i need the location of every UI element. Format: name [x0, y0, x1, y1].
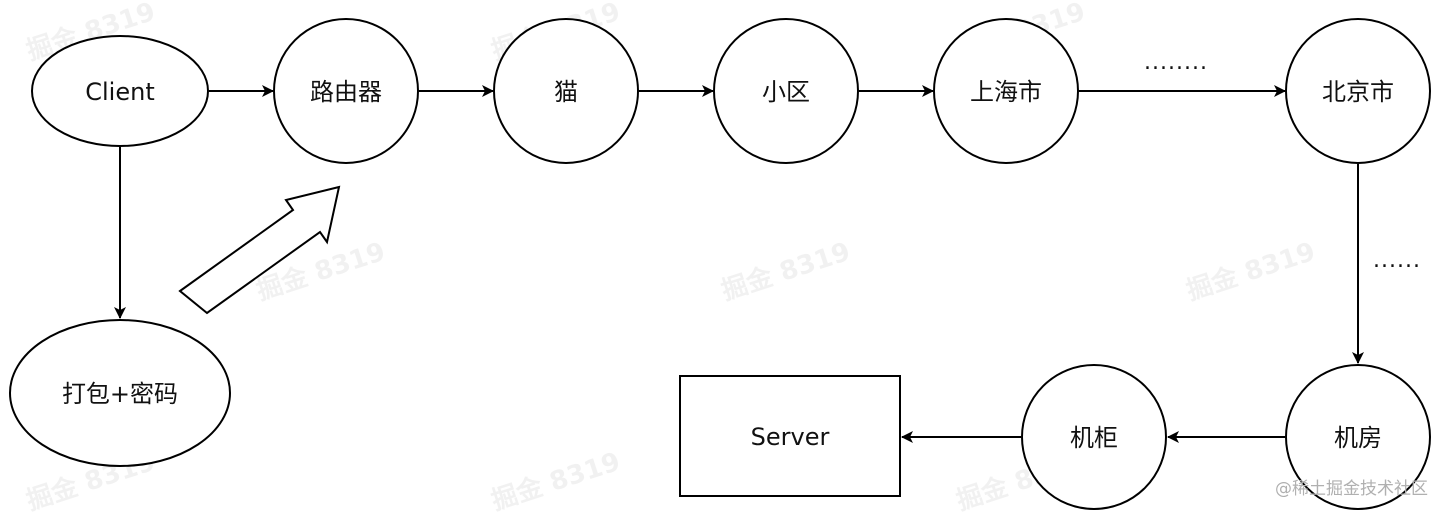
datacenter-circle — [1285, 364, 1431, 510]
cabinet-label: 机柜 — [1070, 424, 1118, 452]
node-package: 打包+密码 — [9, 319, 231, 467]
ellipsis-right: ...... — [1373, 248, 1421, 273]
modem-label: 猫 — [554, 78, 578, 106]
beijing-circle — [1285, 18, 1431, 164]
watermark: 掘金 8319 — [488, 446, 624, 514]
cabinet-circle — [1021, 364, 1167, 510]
community-label: 小区 — [762, 78, 810, 106]
package-label: 打包+密码 — [62, 380, 178, 408]
node-router: 路由器 — [273, 18, 419, 164]
community-circle — [713, 18, 859, 164]
router-circle — [273, 18, 419, 164]
shanghai-label: 上海市 — [970, 78, 1042, 106]
modem-circle — [493, 18, 639, 164]
block-arrow — [178, 185, 341, 315]
node-datacenter: 机房 — [1285, 364, 1431, 510]
router-label: 路由器 — [310, 78, 382, 106]
watermark: 掘金 8319 — [1183, 236, 1319, 307]
node-shanghai: 上海市 — [933, 18, 1079, 164]
node-cabinet: 机柜 — [1021, 364, 1167, 510]
watermark: 掘金 8319 — [718, 236, 854, 307]
ellipsis-top: ........ — [1144, 50, 1208, 75]
server-box — [679, 375, 901, 497]
node-server: Server — [679, 375, 901, 497]
beijing-label: 北京市 — [1322, 78, 1394, 106]
datacenter-label: 机房 — [1334, 424, 1382, 452]
node-client: Client — [31, 35, 209, 147]
shanghai-circle — [933, 18, 1079, 164]
credit-watermark: @稀土掘金技术社区 — [1275, 479, 1428, 499]
package-ellipse — [9, 319, 231, 467]
edges — [114, 85, 1364, 443]
node-beijing: 北京市 — [1285, 18, 1431, 164]
client-ellipse — [31, 35, 209, 147]
server-label: Server — [751, 423, 830, 451]
client-label: Client — [85, 78, 154, 106]
node-modem: 猫 — [493, 18, 639, 164]
node-community: 小区 — [713, 18, 859, 164]
